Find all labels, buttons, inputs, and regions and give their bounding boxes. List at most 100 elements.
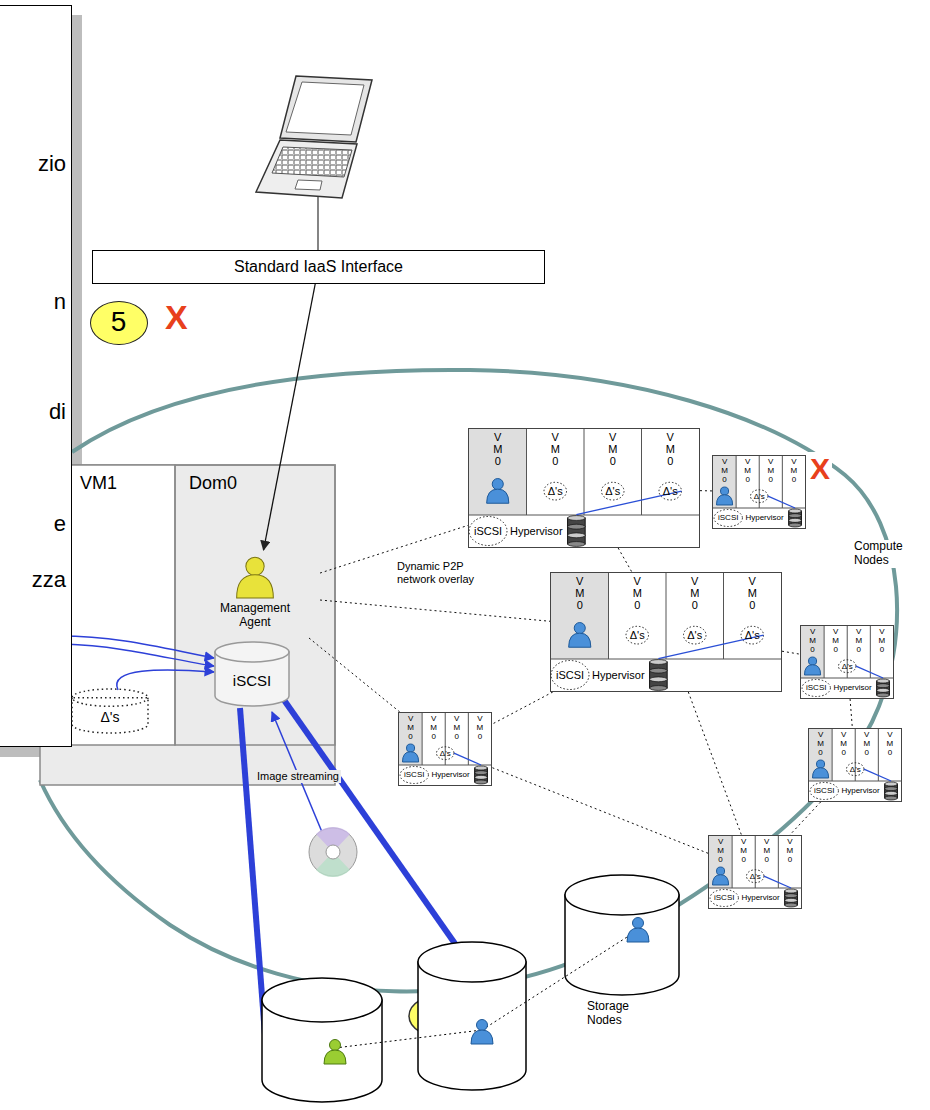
panel-text: n: [54, 289, 66, 314]
vm-label: V M 0: [886, 731, 894, 757]
vm-label: V M 0: [492, 431, 503, 467]
compute-node: V M 0V M 0V M 0V M 0iSCSIΔ'sHypervisor: [800, 625, 894, 699]
vm-label: V M 0: [817, 731, 825, 757]
overlay-link: [309, 638, 400, 712]
callout-circle: 5: [90, 301, 148, 345]
overlay-link: [618, 548, 632, 572]
iscsi-label: iSCSI: [474, 525, 502, 538]
hypervisor-label: Hypervisor: [745, 513, 783, 522]
agent-icon: [627, 918, 649, 943]
vm-label: V M 0: [767, 458, 775, 484]
vm-label: V M 0: [717, 838, 725, 864]
compute-node: V M 0V M 0V M 0V M 0iSCSIΔ'sHypervisor: [708, 835, 802, 909]
delta-label: Δ's: [750, 872, 761, 881]
panel-text: zio: [38, 151, 66, 176]
compute-node: V M 0 V M 0 V M 0 V M 0 iSCSI Δ'sHypervisor: [712, 455, 806, 529]
iscsi-label: iSCSI: [814, 786, 834, 795]
vm-label: V M 0: [607, 431, 618, 467]
vm-label: V M 0: [747, 575, 758, 611]
callout-number: 5: [111, 306, 127, 338]
vm-column: Dom0Management Agent iSCSI: [175, 465, 335, 745]
compute-node: V M 0 V M 0 V M 0 V M 0 iSCSI Δ's Δ's Δ'sHyperv…: [468, 428, 700, 548]
agent-icon: [471, 1020, 493, 1045]
overlay-link: [782, 651, 800, 654]
column-label: Dom0: [189, 473, 237, 494]
vm-column: VM1Δ's: [40, 465, 175, 745]
vm-label: V M 0: [721, 458, 729, 484]
vm-label: V M 0: [786, 838, 794, 864]
text-panel: zio n di e zza: [0, 5, 72, 747]
overlay-ring: [40, 370, 897, 992]
panel-text: e: [54, 511, 66, 536]
laptop: [256, 76, 372, 198]
management-agent: Management Agent: [190, 550, 320, 638]
vm-label: V M 0: [744, 458, 752, 484]
caption-label: Image streaming: [255, 770, 341, 783]
hypervisor-label: Hypervisor: [833, 683, 871, 692]
caption-label: Dynamic P2P network overlay: [395, 560, 483, 585]
overlay-link: [492, 692, 552, 724]
delta-label: Δ's: [440, 749, 451, 758]
delta-label: Δ's: [630, 629, 645, 642]
disk-label: iSCSI: [233, 672, 271, 689]
compute-node: V M 0V M 0V M 0V M 0iSCSIΔ'sΔ'sΔ'sHyperv…: [550, 572, 782, 692]
delta-label: Δ's: [605, 485, 620, 498]
overlay-link: [492, 768, 708, 854]
delta-label: Δ's: [663, 485, 678, 498]
compute-node: V M 0 V M 0 V M 0 V M 0 iSCSI Δ'sHypervisor: [808, 728, 902, 802]
control-arrow: [264, 284, 316, 550]
storage-nodes: [262, 875, 679, 1102]
vm-label: V M 0: [665, 431, 676, 467]
status-mark: X: [808, 452, 832, 487]
panel-text: di: [49, 399, 66, 424]
caption-label: Compute Nodes: [852, 540, 914, 568]
vm-label: V M 0: [763, 838, 771, 864]
overlay-link: [700, 490, 712, 491]
storage-overlay-links: [335, 930, 638, 1048]
panel-text: zza: [32, 567, 66, 592]
delta-label: Δ's: [850, 765, 861, 774]
overlay-link: [790, 802, 821, 835]
host-box: [40, 465, 335, 785]
delta-label: Δ's: [842, 662, 853, 671]
vm-label: V M 0: [832, 628, 840, 654]
agent-icon: [324, 1040, 346, 1065]
hypervisor-label: Hypervisor: [592, 669, 645, 682]
delta-disk: Δ's: [70, 687, 150, 735]
interface-label: Standard IaaS Interface: [234, 258, 403, 276]
hypervisor-label: Hypervisor: [431, 770, 469, 779]
vm-label: V M 0: [550, 431, 561, 467]
column-label: VM1: [80, 473, 117, 494]
caption-label: Storage Nodes: [585, 1000, 647, 1028]
iscsi-disk: iSCSI: [213, 640, 291, 708]
hypervisor-label: Hypervisor: [510, 525, 563, 538]
overlay-link: [850, 699, 852, 728]
iscsi-label: iSCSI: [404, 770, 424, 779]
iscsi-label: iSCSI: [556, 669, 584, 682]
overlay-link: [688, 692, 741, 835]
overlay-link: [320, 600, 550, 621]
cd-disc: [309, 827, 357, 877]
vm-label: V M 0: [574, 575, 585, 611]
vm-label: V M 0: [840, 731, 848, 757]
delta-label: Δ's: [754, 492, 765, 501]
interface-box: Standard IaaS Interface: [92, 250, 545, 284]
iscsi-label: iSCSI: [718, 513, 738, 522]
vm-label: V M 0: [407, 715, 415, 741]
iscsi-label: iSCSI: [806, 683, 826, 692]
delta-label: Δ's: [745, 629, 760, 642]
vm-label: V M 0: [430, 715, 438, 741]
vm-label: V M 0: [863, 731, 871, 757]
vm-label: V M 0: [689, 575, 700, 611]
agent-label: Management Agent: [210, 602, 300, 630]
vm-label: V M 0: [855, 628, 863, 654]
vm-label: V M 0: [453, 715, 461, 741]
disk-label: Δ's: [100, 709, 119, 725]
hypervisor-label: Hypervisor: [841, 786, 879, 795]
delta-label: Δ's: [548, 485, 563, 498]
vm-disk-lines: [60, 636, 214, 690]
compute-node: V M 0V M 0V M 0V M 0iSCSIΔ'sHypervisor: [398, 712, 492, 786]
vm-label: V M 0: [790, 458, 798, 484]
